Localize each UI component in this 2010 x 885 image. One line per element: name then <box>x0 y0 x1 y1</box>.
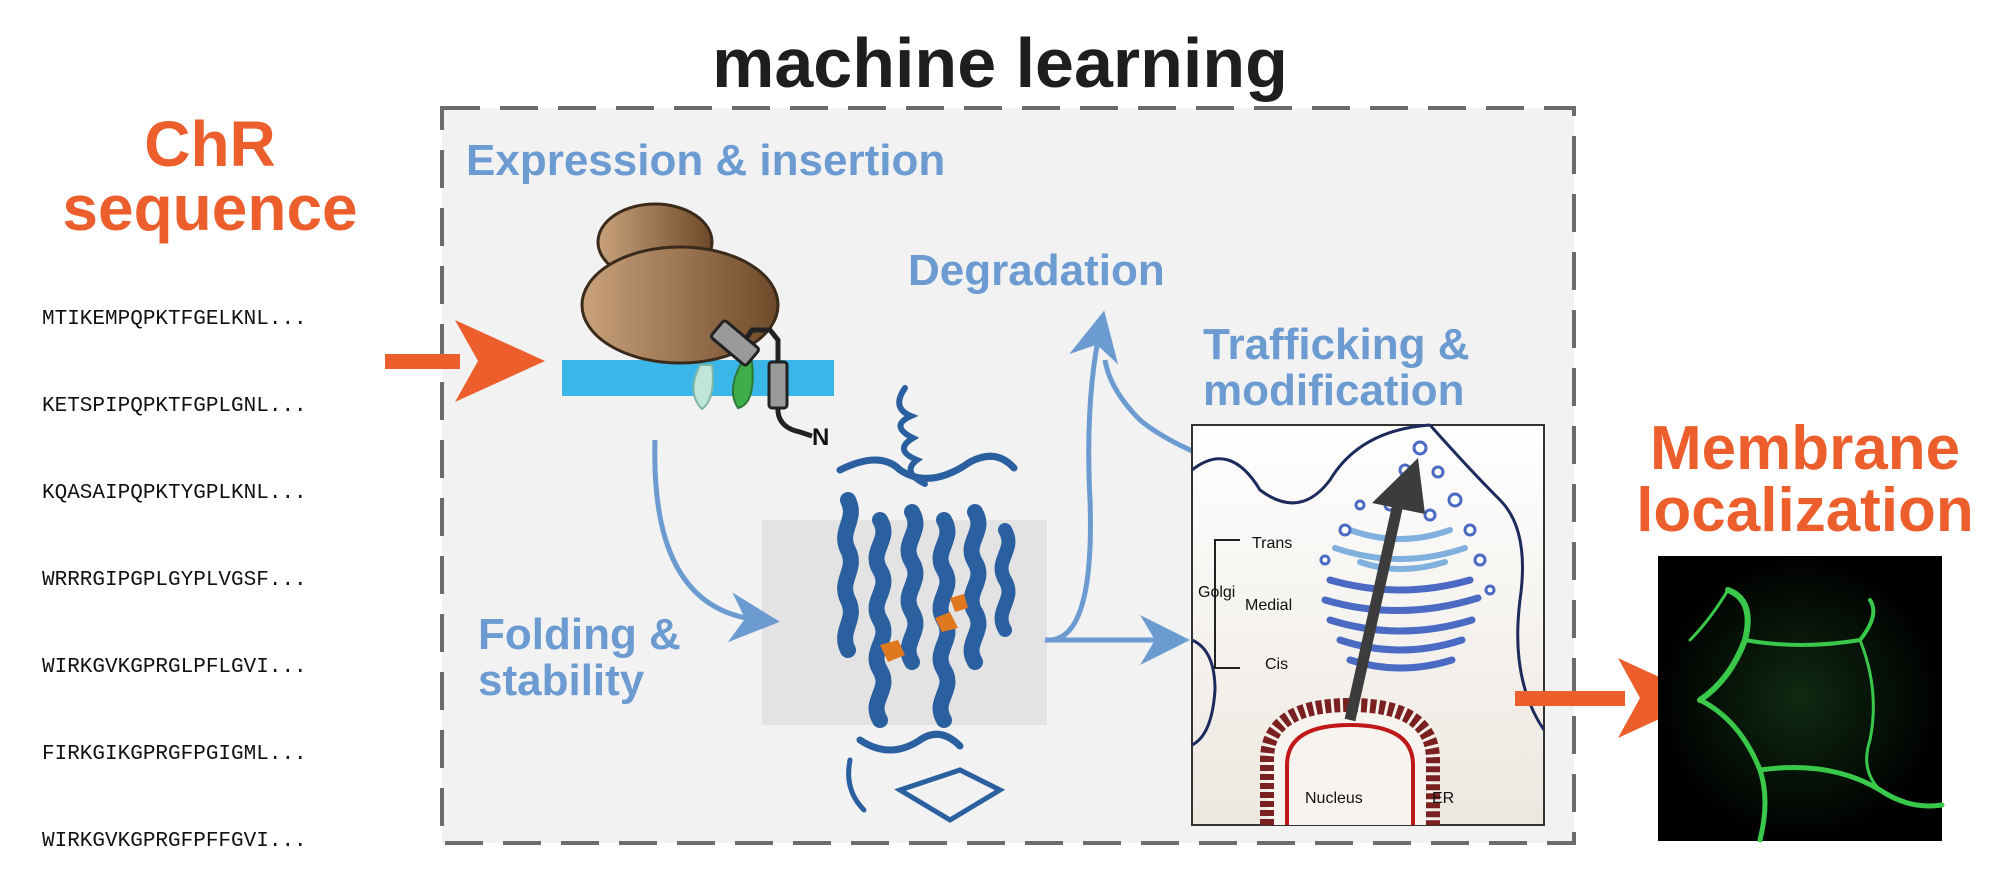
trafficking-label-line1: Trafficking & <box>1203 320 1470 369</box>
degradation-label: Degradation <box>908 246 1165 295</box>
sequence-line: WIRKGVKGPRGLPFLGVI... <box>42 656 307 679</box>
helix-segment-2 <box>767 360 789 410</box>
page-title: machine learning <box>712 24 1288 102</box>
er-label: ER <box>1432 790 1455 807</box>
sequence-line: MTIKEMPQPKTFGELKNL... <box>42 308 307 331</box>
sequence-list: MTIKEMPQPKTFGELKNL... KETSPIPQPKTFGPLGNL… <box>42 247 307 885</box>
folding-label-line1: Folding & <box>478 610 681 659</box>
sequence-line: KQASAIPQPKTYGPLKNL... <box>42 482 307 505</box>
golgi-panel <box>1191 423 1546 826</box>
protein-structure <box>836 385 1018 823</box>
trafficking-label: Trafficking & modification <box>1203 320 1470 416</box>
ribosome-membrane-illustration <box>562 202 834 439</box>
n-terminus-label: N <box>812 424 830 451</box>
sequence-line: WRRRGIPGPLGYPLVGSF... <box>42 569 307 592</box>
golgi-bracket <box>1214 539 1240 669</box>
folding-label: Folding & stability <box>478 610 681 706</box>
helix-segment-1 <box>710 319 760 367</box>
trans-label: Trans <box>1252 535 1293 552</box>
input-arrow <box>385 320 545 402</box>
folding-label-line2: stability <box>478 656 645 706</box>
retinal-chromophore <box>880 594 968 662</box>
input-title-line1: ChR <box>144 108 276 180</box>
input-title-line2: sequence <box>62 172 358 244</box>
sequence-line: WIRKGVKGPRGFPFFGVI... <box>42 830 307 853</box>
output-title-line1: Membrane <box>1649 414 1961 483</box>
output-title-line2: localization <box>1636 476 1974 545</box>
golgi-label: Golgi <box>1198 584 1236 601</box>
cis-label: Cis <box>1265 656 1289 673</box>
input-title: ChR sequence <box>20 112 400 240</box>
flow-arrows <box>652 310 1386 665</box>
sequence-line: KETSPIPQPKTFGPLGNL... <box>42 395 307 418</box>
expression-label: Expression & insertion <box>466 136 946 185</box>
arrow-to-folding <box>652 439 780 643</box>
output-title: Membrane localization <box>1600 418 2010 542</box>
medial-label: Medial <box>1245 597 1293 614</box>
trafficking-label-line2: modification <box>1203 366 1465 416</box>
cell-membrane-outline <box>1191 423 1431 505</box>
nascent-chain <box>732 327 813 439</box>
translocon-green <box>731 361 754 410</box>
fluorescence-image <box>1658 556 1945 843</box>
translocon-light <box>692 364 714 411</box>
nucleus-label: Nucleus <box>1305 790 1363 807</box>
sequence-line: FIRKGIKGPRGFPGIGML... <box>42 743 307 766</box>
arrow-to-degradation <box>1044 310 1119 643</box>
nucleus-envelope <box>1260 697 1440 825</box>
